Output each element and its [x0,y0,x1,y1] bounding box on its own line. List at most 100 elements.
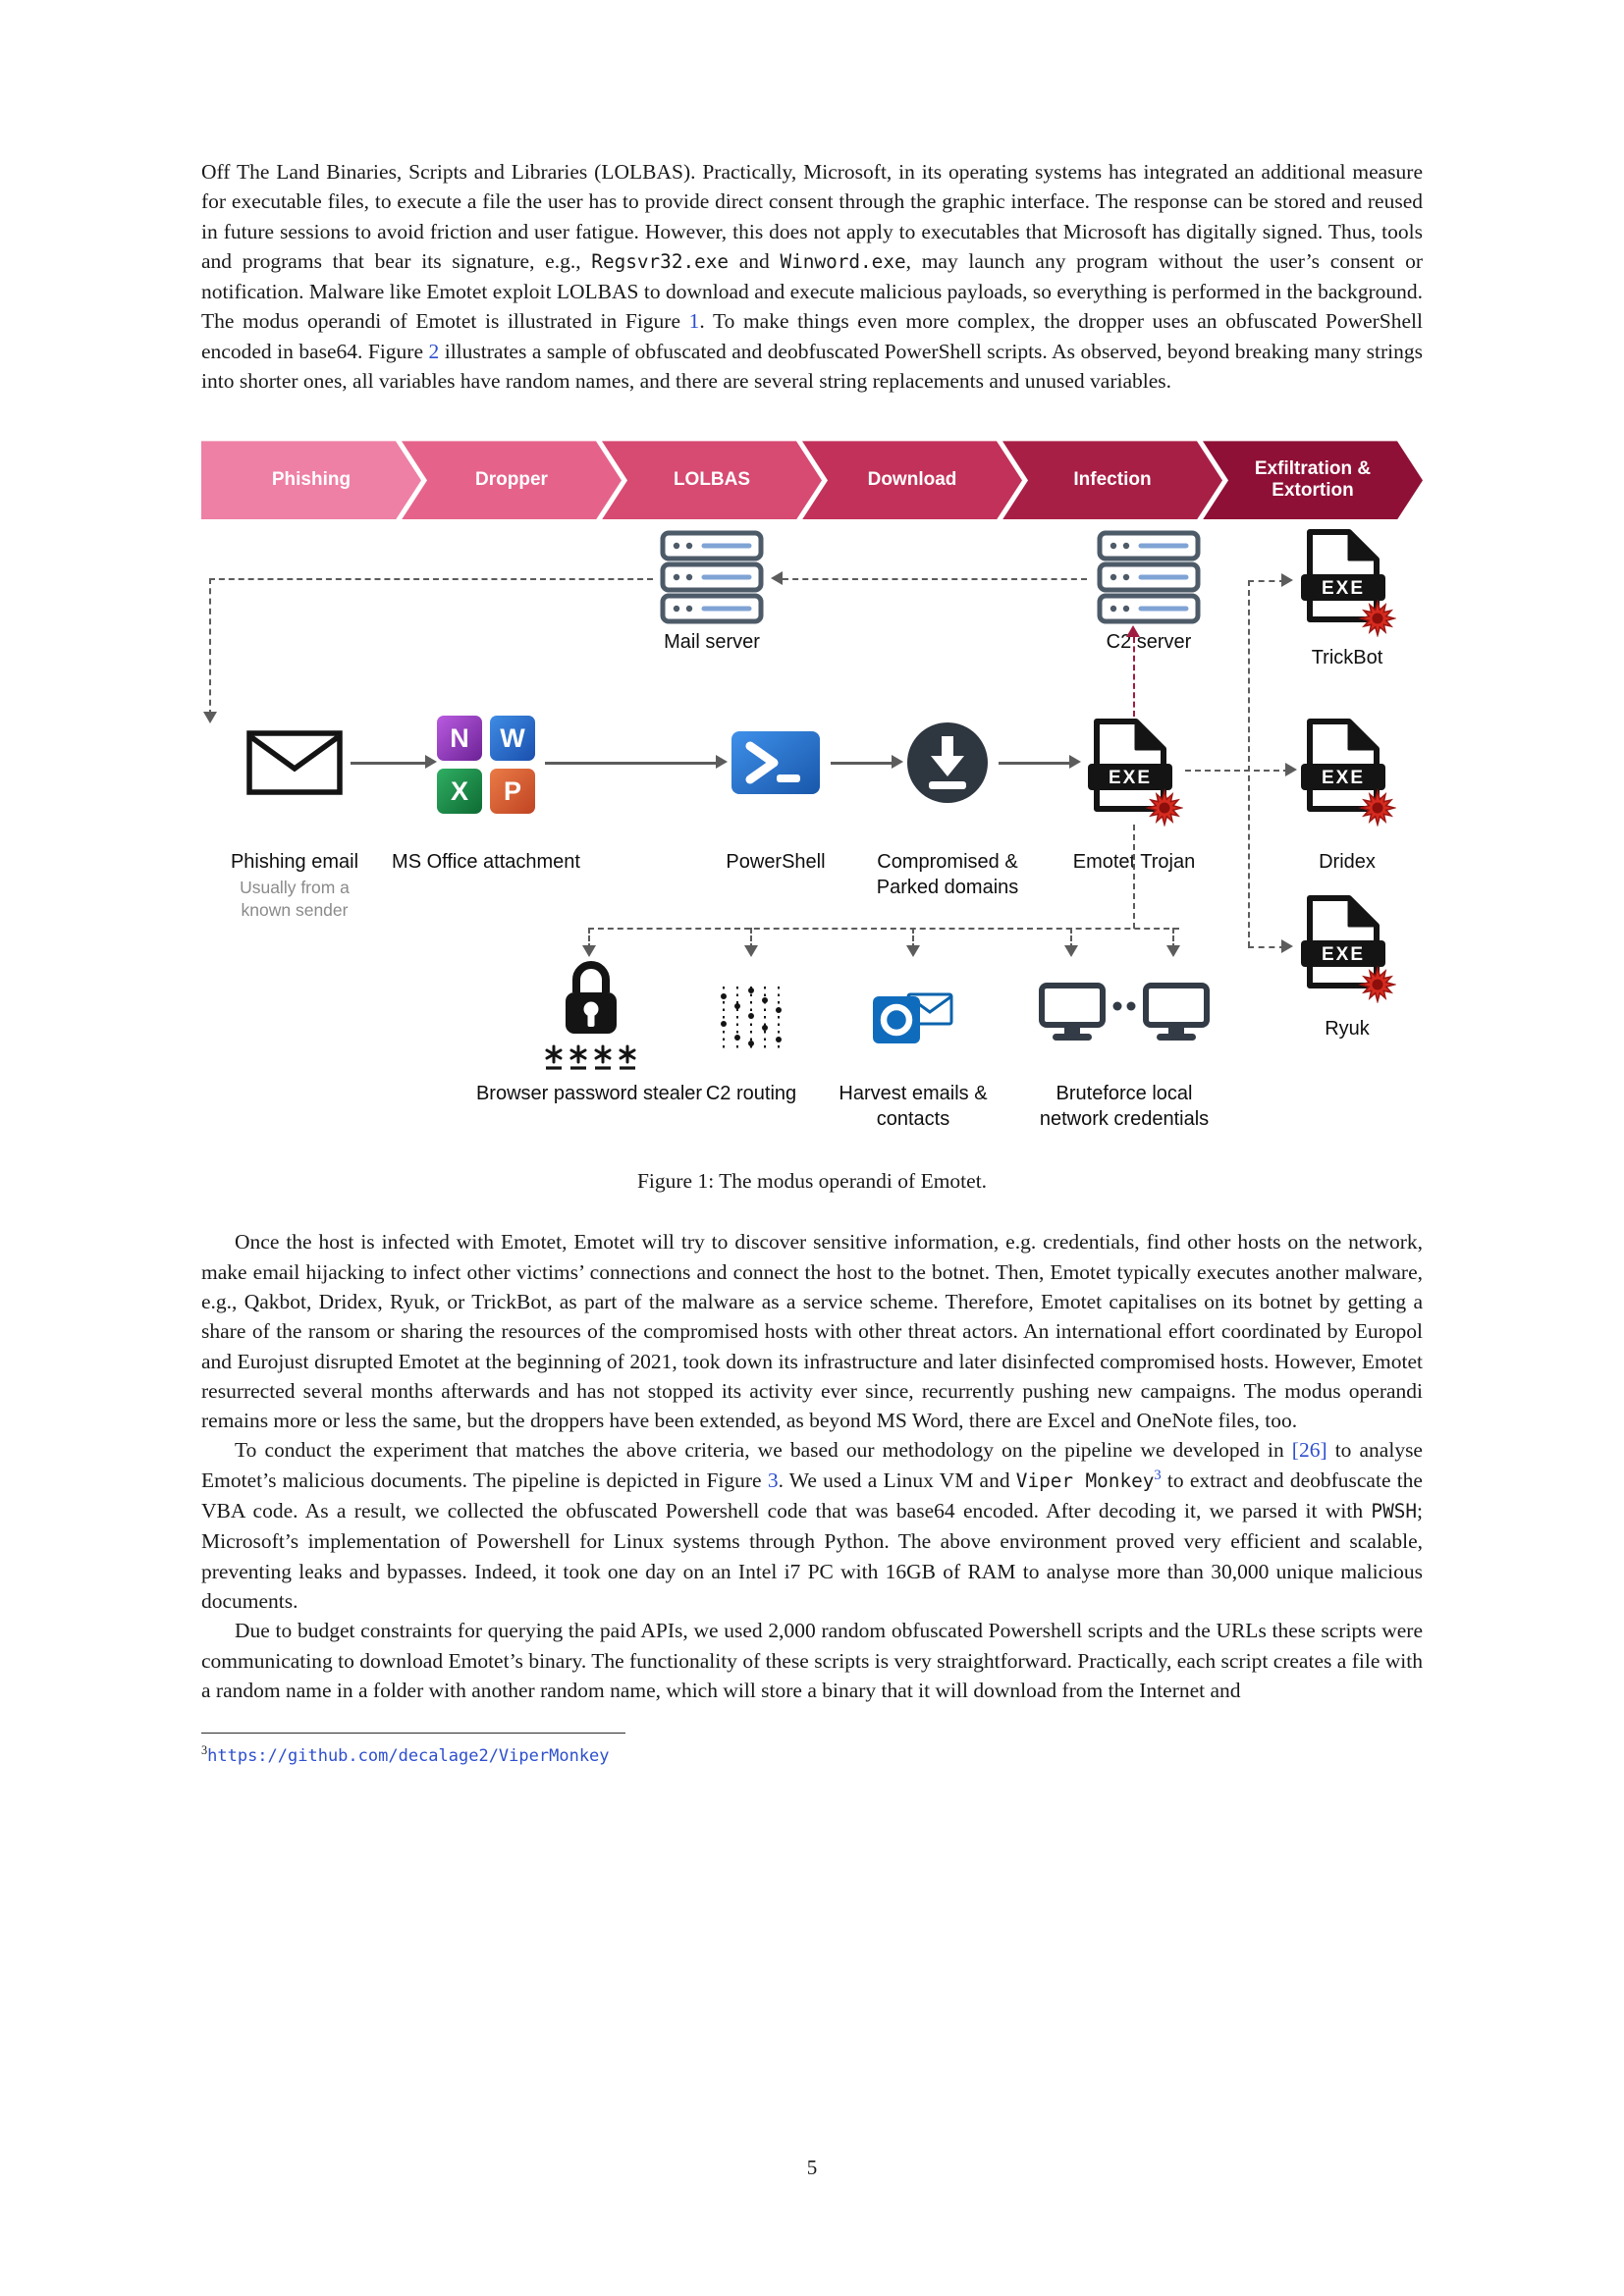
password-asterisks [545,1044,636,1070]
paragraph-budget: Due to budget constraints for querying t… [201,1616,1423,1705]
stage-label: Phishing [271,468,352,490]
label-bruteforce-2: network credentials [1039,1108,1210,1131]
dash-c2-to-mail [783,578,1087,581]
arrowhead [1064,945,1078,958]
arrow-email-to-office [351,762,427,766]
arrowhead [1166,945,1180,958]
trickbot-exe-icon: EXE [1298,527,1397,642]
arrowhead [203,712,217,724]
svg-text:EXE: EXE [1109,768,1152,788]
label-bruteforce-1: Bruteforce local [1056,1083,1193,1105]
arrowhead [1285,763,1297,777]
powershell-icon [731,730,821,800]
svg-text:EXE: EXE [1322,578,1365,599]
dash-to-ryuk [1248,946,1285,949]
stage-dropper: Dropper [402,441,622,519]
mail-server-icon [653,529,771,632]
label-phishing-email: Phishing email [230,851,359,874]
figure-ref-link[interactable]: 2 [428,339,440,363]
stage-label: Download [867,468,957,490]
arrowhead [892,755,903,770]
label-harvest-2: contacts [876,1108,950,1131]
footnote-url-link[interactable]: https://github.com/decalage2/ViperMonkey [207,1745,610,1766]
label-c2-routing: C2 routing [705,1083,797,1105]
attack-stages-banner: Phishing Dropper LOLBAS Download Infecti… [201,441,1423,519]
arrowhead [582,945,596,958]
word-icon: W [490,716,535,762]
dash-to-trickbot [1248,580,1285,583]
text-run: . We used a Linux VM and [778,1468,1016,1492]
stage-label: LOLBAS [673,468,751,490]
emotet-exe-icon: EXE [1085,717,1184,831]
footnote-rule [201,1733,625,1735]
arrow-office-to-powershell [545,762,718,766]
text-run: illustrates a sample of obfuscated and d… [201,339,1423,394]
outlook-icon [871,988,955,1056]
paragraph-lolbas: Off The Land Binaries, Scripts and Libra… [201,157,1423,396]
citation-link[interactable]: [26] [1291,1438,1327,1463]
arrowhead [1069,755,1081,770]
dash-to-bruteforce-right [1172,928,1174,950]
label-powershell: PowerShell [726,851,826,874]
figure-caption: Figure 1: The modus operandi of Emotet. [636,1169,988,1194]
arrowhead [1281,939,1293,954]
figure-ref-link[interactable]: 1 [688,309,700,334]
footnote-marker-link[interactable]: 3 [1154,1467,1162,1483]
label-domains-1: Compromised & [877,851,1018,874]
emotet-diagram: Mail server [201,527,1423,1140]
arrowhead [425,755,437,770]
ryuk-exe-icon: EXE [1298,893,1397,1008]
c2-routing-icon [714,981,788,1060]
excel-icon: X [437,769,482,815]
lock-icon [566,961,617,1035]
virus-icon [1358,788,1397,828]
stage-phishing: Phishing [201,441,421,519]
dash-mailserver-left [209,578,653,581]
text-run: . To make things even more complex, the … [201,309,1424,363]
label-phishing-email-sub: Usually from a known sender [240,878,350,921]
stage-lolbas: LOLBAS [602,441,822,519]
label-trickbot: TrickBot [1311,647,1383,669]
page-number: 5 [806,2156,818,2179]
label-ryuk: Ryuk [1325,1018,1370,1041]
dash-emotet-down [1133,825,1135,930]
stage-download: Download [802,441,1022,519]
arrowhead [906,945,920,958]
password-stealer-icon [542,957,640,1071]
phishing-email-icon [245,728,344,802]
stage-exfiltration: Exfiltration & Extortion [1203,441,1423,519]
virus-icon [1145,788,1184,828]
ms-office-icons: N W X P [437,716,535,815]
powerpoint-icon: P [490,769,535,815]
dash-down-to-email [209,578,211,717]
c2-server-icon [1090,529,1208,632]
text-run: to analyse Emotet’s malicious documents.… [201,1438,1423,1492]
svg-text:EXE: EXE [1322,768,1365,788]
label-dridex: Dridex [1319,851,1376,874]
text-run: To conduct the experiment that matches t… [235,1438,1292,1463]
dash-emotet-to-dridex [1185,770,1289,773]
bruteforce-monitors-icon [1037,981,1212,1050]
text-run: Off The Land Binaries, Scripts and Libra… [201,160,1423,273]
footnote: 3https://github.com/decalage2/ViperMonke… [201,1733,1423,1766]
stage-label: Infection [1073,468,1152,490]
arrow-powershell-to-domains [831,762,893,766]
inline-code: Winword.exe [780,249,906,273]
virus-icon [1358,965,1397,1005]
dash-capabilities-bus [588,928,1179,931]
label-ms-office: MS Office attachment [392,851,580,874]
text-run: Once the host is infected with Emotet, E… [201,1230,1423,1433]
stage-label: Dropper [475,468,548,490]
dash-emotet-to-c2 [1133,637,1135,718]
svg-text:EXE: EXE [1322,944,1365,965]
paragraph-experiment: To conduct the experiment that matches t… [201,1435,1423,1616]
text-run: and [729,248,781,273]
dash-payload-spine [1248,580,1250,948]
arrowhead [716,755,728,770]
download-domains-icon [906,721,989,809]
figure-ref-link[interactable]: 3 [767,1468,779,1492]
arrowhead-red [1126,625,1140,638]
text-run: Due to budget constraints for querying t… [201,1619,1423,1702]
dridex-exe-icon: EXE [1298,717,1397,831]
